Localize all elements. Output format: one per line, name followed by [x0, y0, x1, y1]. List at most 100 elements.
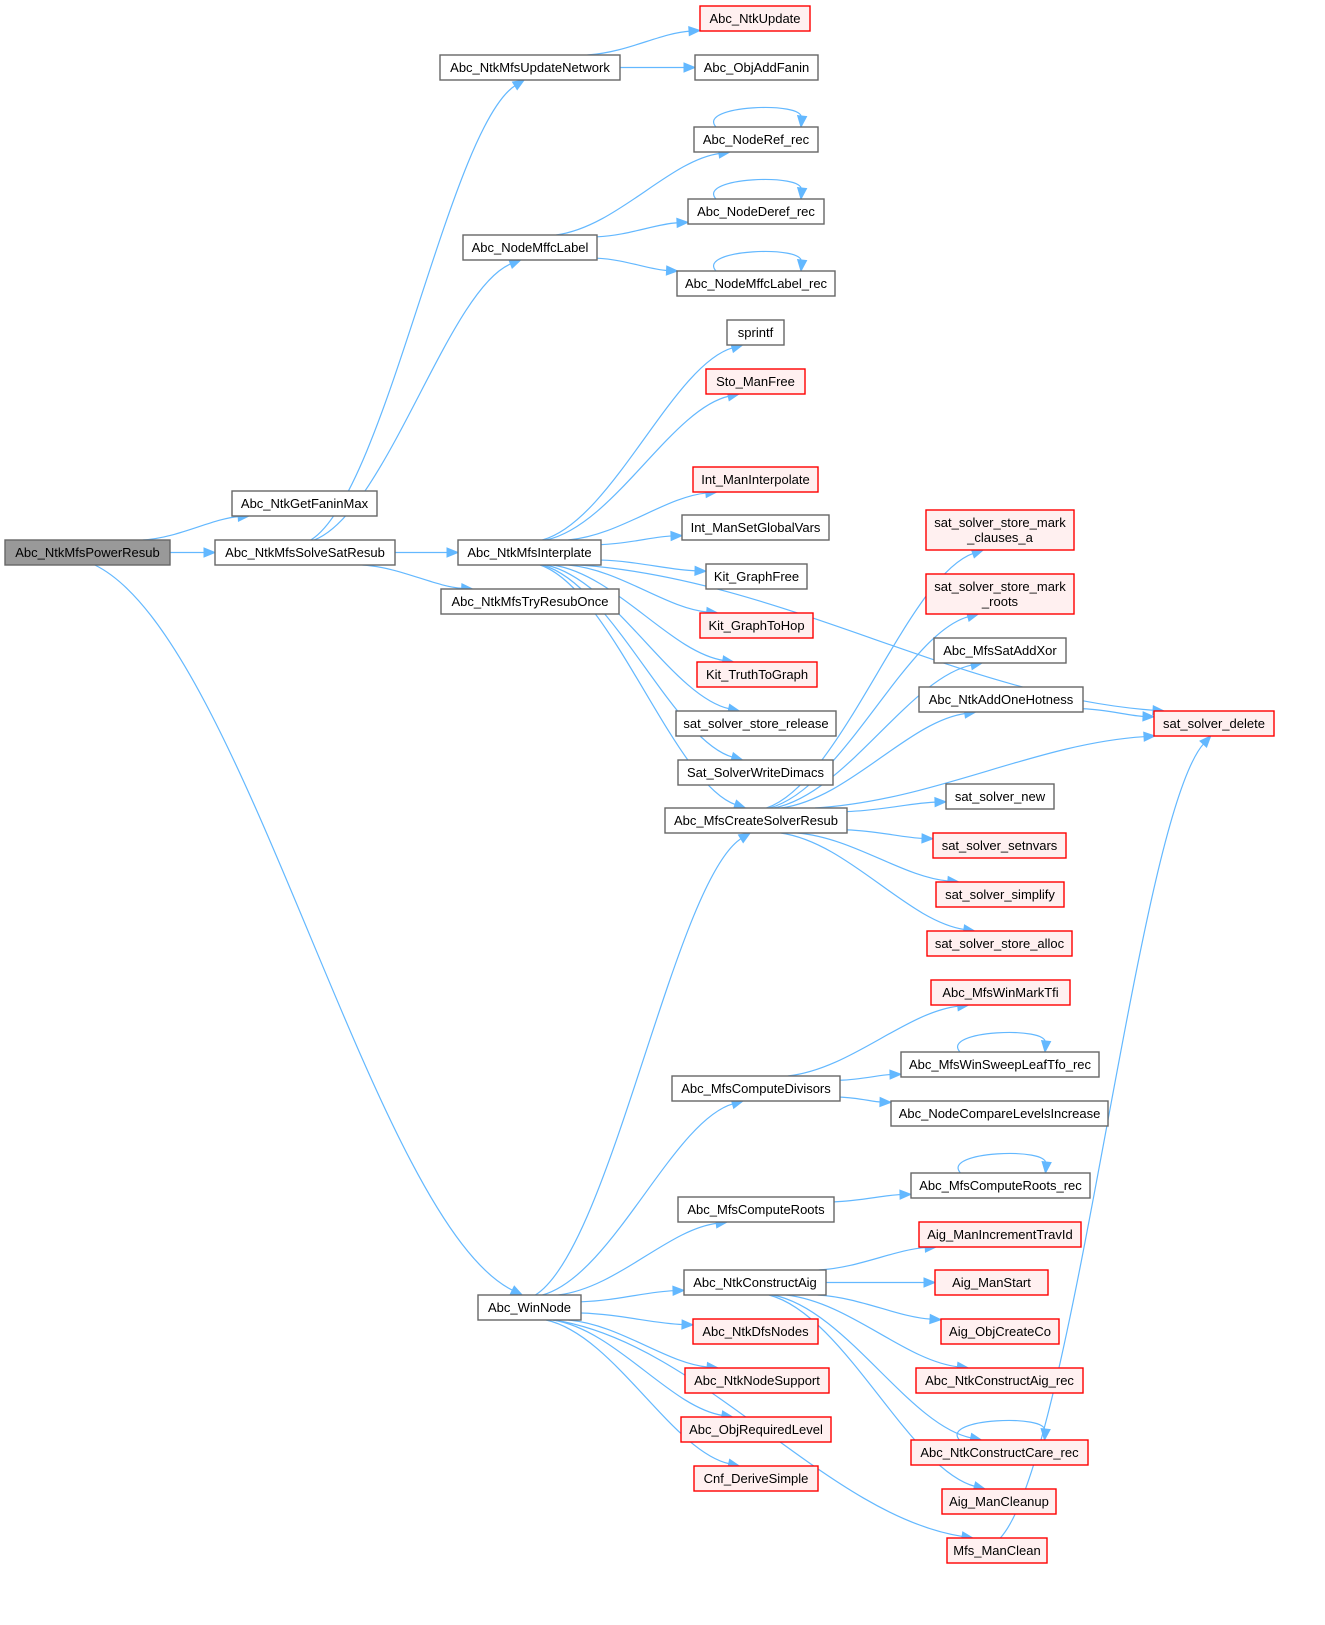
edge-line	[362, 564, 463, 589]
function-node[interactable]: Abc_NodeMffcLabel	[462, 234, 598, 261]
function-node[interactable]: Aig_ManIncrementTravId	[918, 1221, 1082, 1248]
function-node[interactable]: Abc_MfsWinMarkTfi	[930, 979, 1071, 1006]
function-node[interactable]: Abc_ObjAddFanin	[694, 54, 819, 81]
edge-line	[839, 1096, 882, 1103]
edge-line	[94, 564, 514, 1292]
edge-line	[781, 712, 966, 809]
function-node[interactable]: Int_ManSetGlobalVars	[681, 514, 830, 541]
edge-line	[833, 1193, 902, 1203]
arrowhead-icon	[676, 217, 690, 229]
function-node[interactable]: sat_solver_simplify	[935, 881, 1065, 908]
function-node[interactable]: Abc_NtkAddOneHotness	[918, 686, 1084, 713]
function-node[interactable]: Mfs_ManClean	[946, 1537, 1048, 1564]
function-node[interactable]: sat_solver_delete	[1153, 710, 1275, 737]
call-edge	[580, 1312, 695, 1330]
node-label: Abc_NtkAddOneHotness	[929, 692, 1074, 707]
function-node[interactable]: Aig_ObjCreateCo	[940, 1318, 1060, 1345]
node-label: sat_solver_store_mark	[934, 579, 1066, 594]
node-label: sat_solver_setnvars	[942, 838, 1058, 853]
function-node[interactable]: sat_solver_store_mark_clauses_a	[925, 509, 1075, 551]
edge-line	[568, 492, 707, 541]
function-node[interactable]: Abc_NtkConstructAig_rec	[915, 1367, 1084, 1394]
arrowhead-icon	[508, 259, 523, 270]
function-node[interactable]: Abc_NtkMfsSolveSatResub	[214, 539, 396, 566]
function-node[interactable]: sat_solver_store_release	[675, 710, 837, 737]
function-node[interactable]: Aig_ManCleanup	[941, 1488, 1057, 1515]
edge-line	[539, 564, 737, 806]
node-label: Int_ManInterpolate	[701, 472, 809, 487]
node-label: Kit_GraphToHop	[708, 618, 804, 633]
function-node[interactable]: Sat_SolverWriteDimacs	[677, 759, 834, 786]
function-node[interactable]: Abc_NtkConstructAig	[683, 1269, 827, 1296]
function-node[interactable]: Abc_NtkUpdate	[699, 5, 811, 32]
function-node[interactable]: Abc_NtkMfsTryResubOnce	[440, 588, 620, 615]
function-node[interactable]: Abc_ObjRequiredLevel	[680, 1416, 832, 1443]
function-node[interactable]: Sto_ManFree	[705, 368, 806, 395]
node-label: sprintf	[738, 325, 774, 340]
function-node[interactable]: Abc_NodeCompareLevelsIncrease	[890, 1100, 1109, 1127]
call-edge	[712, 178, 808, 201]
node-label: sat_solver_delete	[1163, 716, 1265, 731]
function-node[interactable]: Kit_GraphFree	[705, 563, 808, 590]
node-box	[457, 539, 602, 566]
function-node[interactable]: sprintf	[726, 319, 785, 346]
node-label: Abc_NtkDfsNodes	[702, 1324, 809, 1339]
function-node[interactable]: sat_solver_store_mark_roots	[925, 573, 1075, 615]
arrowhead-icon	[796, 115, 808, 129]
function-node[interactable]: Abc_MfsWinSweepLeafTfo_rec	[900, 1051, 1100, 1078]
arrowhead-icon	[1142, 711, 1156, 722]
nodes-layer: Abc_NtkMfsPowerResubAbc_NtkGetFaninMaxAb…	[4, 5, 1275, 1564]
node-box	[915, 1367, 1084, 1394]
function-node[interactable]: Abc_MfsSatAddXor	[933, 637, 1067, 664]
function-node[interactable]: Abc_NtkNodeSupport	[684, 1367, 830, 1394]
function-node[interactable]: sat_solver_new	[945, 783, 1055, 810]
edge-line	[310, 84, 517, 541]
edge-line	[999, 742, 1205, 1539]
node-box	[675, 710, 837, 737]
function-node[interactable]: Kit_GraphToHop	[699, 612, 814, 639]
edge-line	[817, 1294, 932, 1320]
node-label: Aig_ObjCreateCo	[949, 1324, 1051, 1339]
function-node[interactable]: Abc_NtkMfsInterplate	[457, 539, 602, 566]
call-edge	[620, 62, 697, 73]
call-edge	[1082, 708, 1156, 722]
node-label: Aig_ManCleanup	[949, 1494, 1049, 1509]
node-label: Abc_NodeDeref_rec	[697, 204, 815, 219]
call-edge	[534, 832, 752, 1296]
edge-line	[580, 1312, 684, 1326]
edge-line	[712, 106, 802, 128]
function-node[interactable]: Abc_NtkDfsNodes	[692, 1318, 819, 1345]
function-node[interactable]: Aig_ManStart	[934, 1269, 1049, 1296]
function-node[interactable]: Abc_MfsCreateSolverResub	[664, 807, 848, 834]
arrowhead-icon	[694, 565, 708, 577]
function-node[interactable]: Kit_TruthToGraph	[696, 661, 818, 688]
node-box	[930, 979, 1071, 1006]
root-function-node[interactable]: Abc_NtkMfsPowerResub	[4, 539, 171, 566]
node-label: Abc_MfsComputeRoots_rec	[919, 1178, 1082, 1193]
function-node[interactable]: Abc_NtkMfsUpdateNetwork	[439, 54, 621, 81]
function-node[interactable]: Abc_MfsComputeRoots	[677, 1196, 835, 1223]
function-node[interactable]: Abc_NodeMffcLabel_rec	[676, 270, 836, 297]
node-box	[934, 1269, 1049, 1296]
function-node[interactable]: Abc_NtkGetFaninMax	[231, 490, 378, 517]
node-label: Abc_WinNode	[488, 1300, 571, 1315]
function-node[interactable]: Abc_MfsComputeRoots_rec	[910, 1172, 1091, 1199]
call-edge	[94, 564, 524, 1296]
edge-line	[846, 801, 937, 813]
edge-line	[542, 347, 734, 541]
call-edge	[596, 217, 690, 238]
function-node[interactable]: Abc_NodeRef_rec	[693, 126, 819, 153]
call-edge	[587, 25, 702, 56]
function-node[interactable]: Abc_WinNode	[477, 1294, 582, 1321]
node-box	[462, 234, 598, 261]
function-node[interactable]: Abc_NtkConstructCare_rec	[910, 1439, 1089, 1466]
function-node[interactable]: Cnf_DeriveSimple	[693, 1465, 819, 1492]
edge-line	[712, 250, 802, 272]
node-label: Abc_NodeMffcLabel	[472, 240, 589, 255]
function-node[interactable]: Int_ManInterpolate	[692, 466, 819, 493]
function-node[interactable]: sat_solver_store_alloc	[926, 930, 1073, 957]
node-box	[940, 1318, 1060, 1345]
function-node[interactable]: sat_solver_setnvars	[932, 832, 1067, 859]
function-node[interactable]: Abc_MfsComputeDivisors	[671, 1075, 841, 1102]
function-node[interactable]: Abc_NodeDeref_rec	[687, 198, 825, 225]
